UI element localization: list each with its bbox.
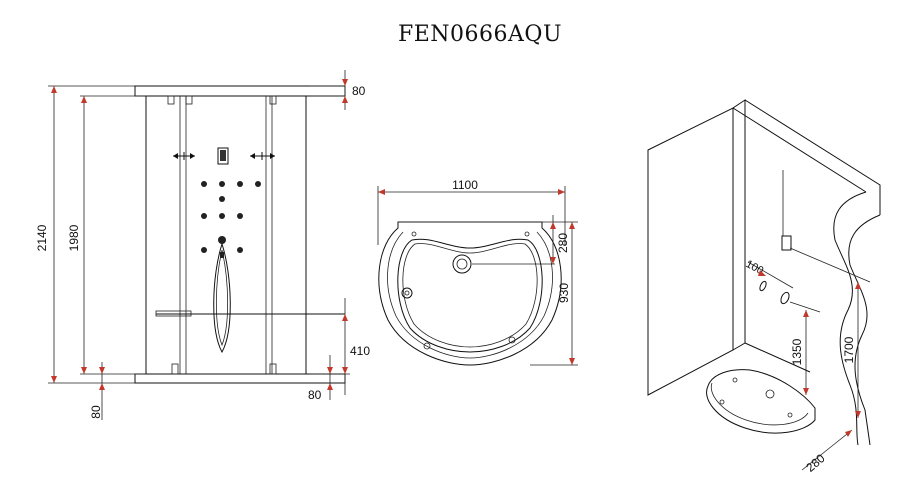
dim-bottom-left: 80 — [89, 405, 103, 419]
iso-view: 100 1350 1700 280 — [647, 99, 881, 475]
dim-depth: 930 — [557, 283, 571, 303]
tray-basin — [397, 238, 543, 353]
top-cap — [134, 85, 346, 97]
dim-bottom-right: 80 — [308, 388, 322, 402]
dim-height-a: 1350 — [790, 338, 804, 365]
dim-offset: 280 — [803, 451, 828, 475]
back-wall — [744, 99, 881, 215]
left-wall — [647, 107, 734, 396]
dim-width: 1100 — [452, 178, 478, 192]
dim-total-height: 2140 — [35, 224, 49, 251]
hand-shower-hose — [213, 242, 231, 354]
iso-tray — [706, 369, 816, 434]
dim-inner-height: 1980 — [67, 224, 81, 251]
dim-top: 80 — [352, 84, 366, 98]
dim-height-b: 1700 — [842, 336, 856, 363]
plan-view: 1100 930 280 — [377, 178, 578, 366]
dim-drain: 280 — [556, 233, 570, 253]
model-title: FEN0666AQU — [397, 22, 563, 47]
dim-seat: 410 — [350, 344, 370, 358]
massage-jets — [201, 181, 261, 253]
drain-icon — [452, 254, 472, 274]
shower-tray — [134, 373, 346, 384]
front-view: 2140 1980 80 80 410 — [35, 70, 370, 420]
tray-outline — [378, 221, 562, 366]
control-panel-icon — [217, 147, 229, 165]
iso-control-panel — [781, 235, 792, 251]
cabin-body — [145, 95, 307, 375]
